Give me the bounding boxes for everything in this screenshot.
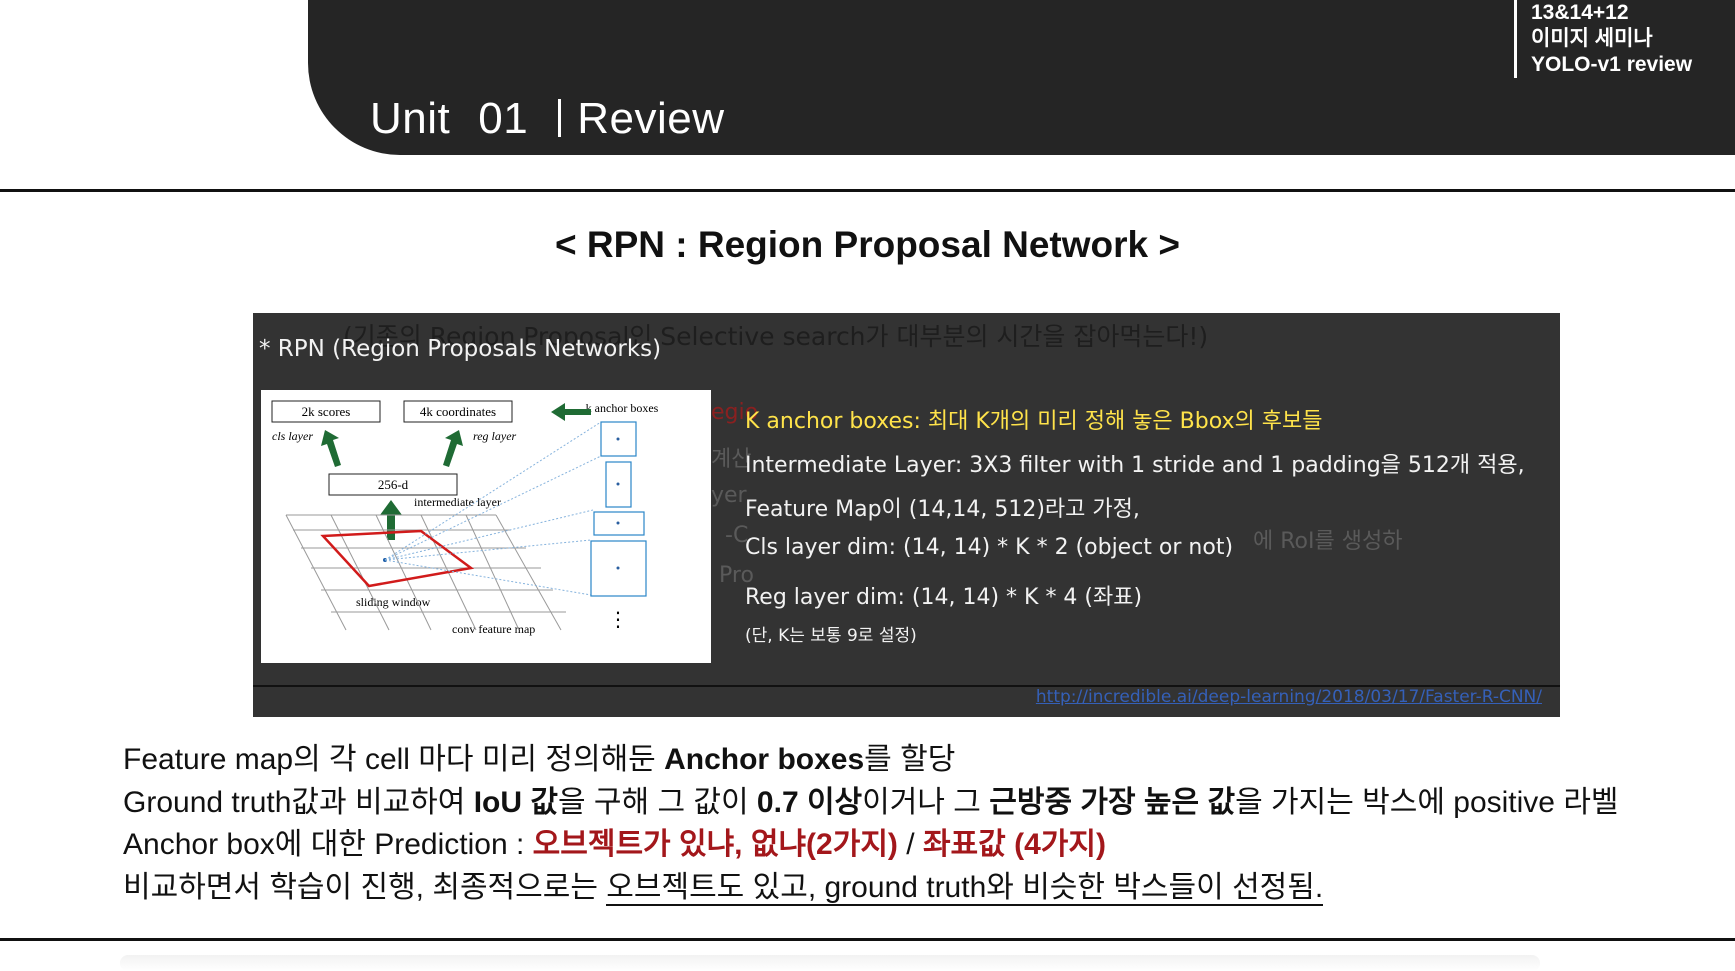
ghost-fragment: 계산: [711, 447, 752, 472]
session-line: 이미지 세미나: [1531, 27, 1653, 50]
body-line-2: Ground truth값과 비교하여 IoU 값을 구해 그 값이 0.7 이…: [123, 782, 1619, 825]
text-run: Ground truth값과 비교하여: [123, 785, 474, 819]
scores-box: [271, 400, 381, 423]
convmap-label: conv feature map: [452, 622, 535, 636]
session-line: YOLO-v1 review: [1531, 53, 1693, 76]
anchor-boxes: [590, 421, 647, 597]
rpn-diagram: 2k scores 4k coordinates 256-d cls layer…: [261, 390, 711, 663]
sliding-window: [320, 529, 475, 588]
text-run: 이거나 그: [862, 785, 990, 819]
body-line-1: Feature map의 각 cell 마다 미리 정의해둔 Anchor bo…: [123, 739, 1619, 782]
session-line: 13&14+12: [1531, 1, 1629, 24]
bullet-line: Cls layer dim: (14, 14) * K * 2 (object …: [745, 535, 1234, 560]
bullet-line: Intermediate Layer: 3X3 filter with 1 st…: [745, 453, 1525, 478]
source-link[interactable]: http://incredible.ai/deep-learning/2018/…: [1035, 687, 1542, 707]
bullet-line: Reg layer dim: (14, 14) * K * 4 (좌표): [745, 585, 1143, 610]
text-run: Feature map의 각 cell 마다 미리 정의해둔: [123, 743, 665, 776]
coords-label: 4k coordinates: [420, 404, 496, 419]
text-bold: 0.7 이상: [756, 785, 863, 819]
rpn-diagram-svg: 2k scores 4k coordinates 256-d cls layer…: [271, 400, 659, 636]
unit-number: 01: [478, 94, 529, 143]
title-separator: [558, 99, 562, 137]
arrows-group: [321, 403, 591, 540]
ghost-fragment: -C: [725, 523, 749, 548]
text-run: 비교하면서 학습이 진행, 최종적으로는: [123, 870, 607, 904]
top-divider: [0, 189, 1735, 192]
unit-title: Unit 01 Review: [370, 94, 724, 144]
page-title: < RPN : Region Proposal Network >: [554, 224, 1180, 265]
cls-arrow: [321, 430, 341, 467]
intermediate-label: intermediate layer: [414, 495, 501, 509]
text-bold: 근방중 가장 높은 값: [989, 785, 1236, 819]
ghost-fragment: egio: [711, 400, 759, 425]
body-line-4: 비교하면서 학습이 진행, 최종적으로는 오브젝트도 있고, ground tr…: [123, 867, 1619, 910]
bottom-divider: [0, 938, 1735, 941]
anchor-arrow: [551, 403, 591, 421]
cls-label: cls layer: [272, 429, 313, 443]
header-bar: [308, 0, 1735, 155]
text-bold: Anchor boxes: [664, 743, 865, 776]
text-red: 좌표값 (4가지): [922, 828, 1106, 861]
d256-label: 256-d: [378, 477, 409, 492]
scores-label: 2k scores: [302, 404, 351, 419]
reg-label: reg layer: [473, 429, 517, 443]
ghost-fragment: Pro: [719, 563, 754, 588]
text-run: 을 구해 그 값이: [557, 785, 757, 819]
bullet-line: K anchor boxes: 최대 K개의 미리 정해 놓은 Bbox의 후보…: [745, 409, 1323, 434]
ellipsis-icon: ⋮: [608, 607, 628, 631]
text-run: 을 가지는 박스에 positive 라벨: [1235, 785, 1619, 819]
text-run: /: [897, 828, 923, 861]
d256-box: [328, 473, 458, 496]
text-run: Anchor box에 대한 Prediction :: [123, 828, 533, 861]
body-line-3: Anchor box에 대한 Prediction : 오브젝트가 있냐, 없냐…: [123, 824, 1619, 867]
feature-grid: [285, 514, 566, 631]
slide-divider: [253, 685, 1560, 687]
sliding-label: sliding window: [356, 595, 431, 609]
text-bold: IoU 값: [473, 785, 558, 819]
intermediate-arrow: [380, 500, 402, 540]
anchors-label: k anchor boxes: [586, 401, 659, 415]
session-info: 13&14+12 이미지 세미나 YOLO-v1 review: [1514, 0, 1692, 78]
slide-heading: * RPN (Region Proposals Networks): [259, 336, 662, 362]
section-label: Review: [577, 94, 725, 143]
text-red: 오브젝트가 있냐, 없냐(2가지): [532, 828, 898, 861]
coords-box: [403, 400, 513, 423]
bullet-line: (단, K는 보통 9로 설정): [745, 626, 917, 646]
bullet-line: Feature Map이 (14,14, 512)라고 가정,: [745, 497, 1140, 522]
text-underlined: 오브젝트도 있고, ground truth와 비슷한 박스들이 선정됨.: [606, 870, 1324, 906]
text-run: 를 할당: [864, 743, 956, 776]
projection-lines: [384, 421, 602, 596]
ghost-text: (기존의 Region Proposal인 Selective search가 …: [343, 322, 1209, 351]
unit-label: Unit: [370, 94, 451, 143]
slide-screenshot: (기존의 Region Proposal인 Selective search가 …: [253, 313, 1560, 717]
reg-arrow: [443, 430, 463, 467]
body-text: Feature map의 각 cell 마다 미리 정의해둔 Anchor bo…: [123, 739, 1619, 909]
ghost-fragment: yer: [711, 483, 747, 508]
ghost-fragment: 에 RoI를 생성하: [1253, 529, 1403, 554]
bottom-shadow: [120, 955, 1540, 971]
